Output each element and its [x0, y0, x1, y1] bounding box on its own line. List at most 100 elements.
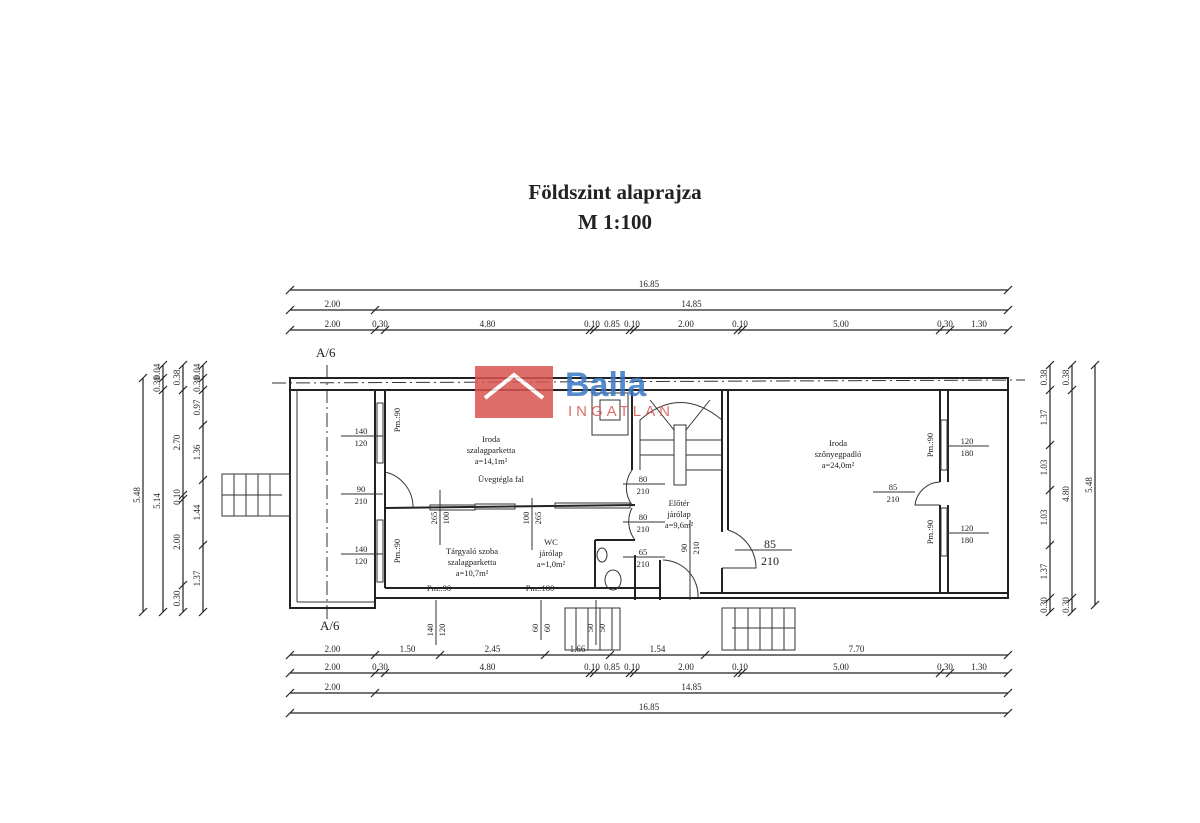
dimension-tick [1045, 440, 1055, 450]
opening-width: 80 [639, 512, 648, 522]
room-floor: járólap [666, 509, 691, 519]
room-area: a=24,0m² [822, 460, 855, 470]
dimension-tick [138, 373, 148, 383]
dimension-tick [198, 373, 208, 383]
room-office-2: Iroda szőnyegpadló a=24,0m² [815, 438, 862, 470]
dimension-label: 0.30 [152, 376, 162, 392]
plan-scale: M 1:100 [578, 210, 652, 234]
dimension-label: 0.30 [937, 319, 953, 329]
door-swing [722, 529, 757, 569]
plan-title: Földszint alaprajza [528, 180, 702, 204]
dimension-tick [605, 650, 615, 660]
dimension-tick [158, 360, 168, 370]
dimension-label: 0.10 [172, 489, 182, 505]
dimension-tick [285, 285, 295, 295]
opening-value: 265 [429, 512, 439, 525]
room-office-1: Iroda szalagparketta a=14,1m² [467, 434, 516, 466]
dimension-label: 2.00 [325, 682, 341, 692]
opening-value: 120 [437, 624, 447, 637]
dimension-tick [198, 540, 208, 550]
dimension-label: 4.80 [1061, 486, 1071, 502]
sill-height-label: Pm.:90 [392, 408, 402, 432]
room-name: Előtér [669, 498, 690, 508]
dimension-label: 2.00 [325, 644, 341, 654]
opening-width: 140 [355, 544, 368, 554]
dimension-tick [435, 650, 445, 660]
dimension-label: 2.70 [172, 434, 182, 450]
room-name: Tárgyaló szoba [446, 546, 498, 556]
opening-height: 120 [355, 556, 368, 566]
sill-height-label: Pm.:90 [925, 520, 935, 544]
dimension-tick [370, 305, 380, 315]
dimension-label: 1.50 [400, 644, 416, 654]
room-area: a=14,1m² [475, 456, 508, 466]
dimension-tick [935, 668, 945, 678]
dimension-tick [198, 360, 208, 370]
dimension-label: 1.37 [192, 570, 202, 586]
opening-value: 60 [530, 624, 540, 633]
dimension-tick [733, 325, 743, 335]
dimension-label: 1.36 [192, 444, 202, 460]
sill-height-label: Pm.:90 [392, 539, 402, 563]
opening-height: 180 [961, 535, 974, 545]
dimension-label: 2.00 [325, 662, 341, 672]
opening-width: 65 [639, 547, 648, 557]
dimension-label: 1.30 [971, 319, 987, 329]
dimension-tick [285, 708, 295, 718]
room-area: a=10,7m² [456, 568, 489, 578]
dimension-tick [625, 325, 635, 335]
dimension-tick [1090, 600, 1100, 610]
dimension-tick [1003, 325, 1013, 335]
dimension-tick [1045, 485, 1055, 495]
room-meeting: Tárgyaló szoba szalagparketta a=10,7m² [446, 546, 498, 578]
room-name: WC [544, 537, 558, 547]
door-swing [384, 471, 414, 509]
sill-height-label: Pm.:90 [925, 433, 935, 457]
axis-label-top: A/6 [316, 345, 336, 360]
room-area: a=1,0m² [537, 559, 566, 569]
dimension-label: 1.54 [650, 644, 666, 654]
dimension-tick [585, 325, 595, 335]
window-left-1 [376, 402, 384, 464]
dimension-tick [1003, 305, 1013, 315]
room-area: a=9,6m² [665, 520, 694, 530]
watermark-logo: Balla INGATLAN [475, 366, 674, 420]
opening-value: 100 [521, 512, 531, 525]
axis-line [271, 379, 1026, 384]
steps-bottom [564, 607, 796, 651]
watermark-sub: INGATLAN [568, 403, 674, 420]
dimension-tick [629, 325, 639, 335]
dimension-label: 1.66 [570, 644, 586, 654]
dimension-tick [158, 373, 168, 383]
sill-height-label: Pm.:180 [526, 583, 555, 593]
dimension-tick [370, 688, 380, 698]
dimension-tick [945, 668, 955, 678]
dimension-tick [1067, 385, 1077, 395]
chimney [591, 392, 629, 436]
dimension-label: 1.37 [1039, 563, 1049, 579]
dimension-tick [178, 494, 188, 504]
dimension-label: 0.10 [584, 319, 600, 329]
dimension-label: 0.10 [732, 662, 748, 672]
dimension-tick [198, 385, 208, 395]
dimension-tick [380, 668, 390, 678]
room-floor: szalagparketta [467, 445, 516, 455]
dimension-label: 0.10 [732, 319, 748, 329]
dimension-tick [178, 580, 188, 590]
dimension-tick [1067, 593, 1077, 603]
watermark-brand: Balla [565, 366, 647, 404]
opening-value: 210 [691, 542, 701, 555]
steps-left [221, 473, 291, 517]
dimension-label: 5.00 [833, 662, 849, 672]
dimension-tick [737, 325, 747, 335]
dimension-tick [198, 607, 208, 617]
opening-width: 85 [764, 537, 776, 551]
dimension-tick [700, 650, 710, 660]
dimension-tick [370, 668, 380, 678]
glass-block-wall [384, 504, 636, 509]
dimension-tick [138, 607, 148, 617]
opening-height: 210 [637, 559, 650, 569]
opening-width: 120 [961, 523, 974, 533]
